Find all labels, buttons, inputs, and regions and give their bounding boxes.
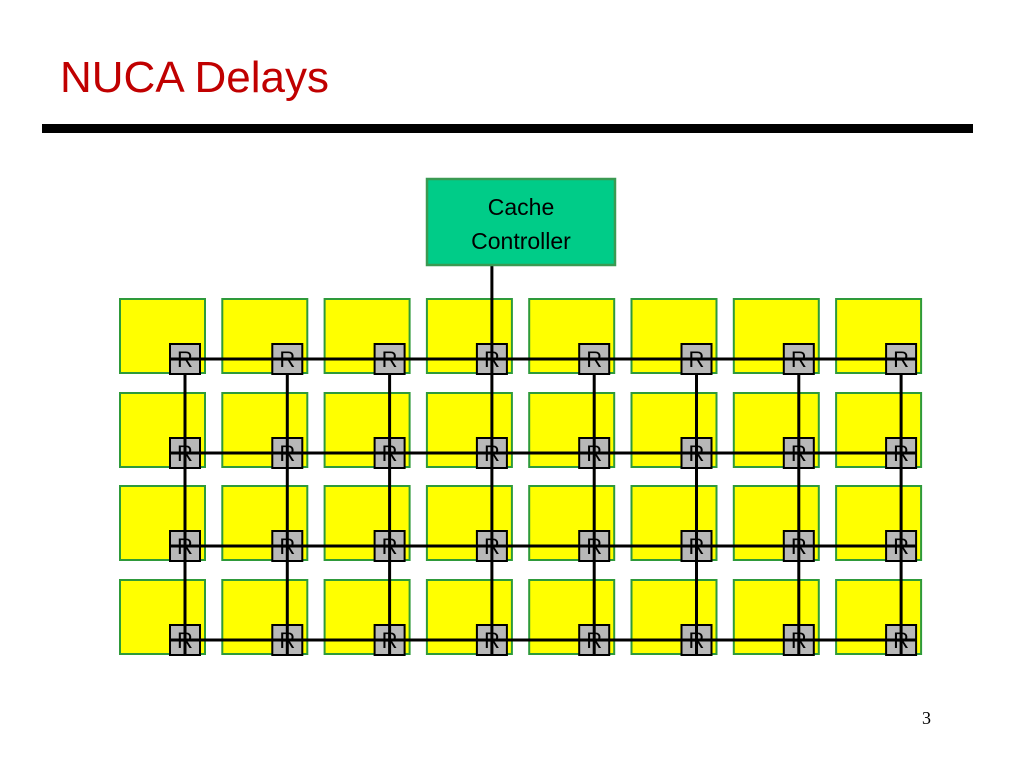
router: R	[885, 437, 918, 469]
router: R	[782, 343, 815, 375]
router: R	[475, 530, 508, 562]
router: R	[475, 343, 508, 375]
router: R	[578, 530, 611, 562]
router: R	[169, 437, 201, 469]
title-underline	[42, 124, 973, 133]
router: R	[475, 624, 508, 656]
router: R	[475, 437, 508, 469]
router: R	[373, 530, 406, 562]
router: R	[885, 624, 918, 656]
router: R	[680, 530, 713, 562]
router: R	[373, 624, 406, 656]
router: R	[271, 343, 304, 375]
router: R	[782, 624, 815, 656]
router: R	[373, 437, 406, 469]
router: R	[782, 530, 815, 562]
router: R	[885, 343, 918, 375]
router: R	[885, 530, 918, 562]
router: R	[169, 343, 201, 375]
router: R	[680, 624, 713, 656]
routers: R R R R R R R R R R R R R R R R R R R R R R R R R R R R R R R R	[169, 343, 918, 656]
router: R	[578, 624, 611, 656]
router: R	[169, 530, 201, 562]
router: R	[578, 437, 611, 469]
router: R	[680, 437, 713, 469]
router: R	[169, 624, 201, 656]
router: R	[782, 437, 815, 469]
page-number: 3	[922, 708, 931, 728]
router: R	[373, 343, 406, 375]
cache-controller-label-line2: Controller	[471, 228, 571, 254]
slide-title: NUCA Delays	[60, 53, 329, 102]
router: R	[271, 624, 304, 656]
interconnect-wires	[183, 265, 903, 642]
router: R	[271, 530, 304, 562]
cache-bank	[425, 485, 513, 561]
cache-bank	[630, 298, 718, 374]
cache-bank	[630, 485, 718, 561]
cache-controller-label-line1: Cache	[488, 194, 554, 220]
cache-controller-box	[425, 177, 617, 267]
cache-controller: Cache Controller	[425, 177, 617, 267]
router: R	[271, 437, 304, 469]
router: R	[578, 343, 611, 375]
router: R	[680, 343, 713, 375]
